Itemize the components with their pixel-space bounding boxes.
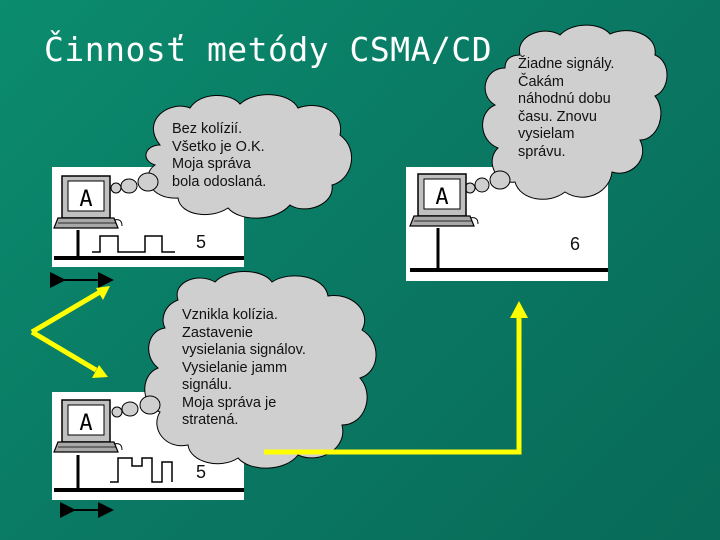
computer-label: A	[79, 411, 92, 436]
slide-title: Činnosť metódy CSMA/CD	[44, 30, 493, 69]
message-collision: Vznikla kolízia. Zastavenie vysielania s…	[182, 307, 306, 428]
message-success: Bez kolízií. Všetko je O.K. Moja správa …	[172, 121, 267, 190]
network-cable-retry	[410, 228, 608, 272]
flow-arrow-to-retry	[264, 301, 528, 455]
step-number-success: 5	[196, 232, 207, 252]
flow-arrow-to-collision	[30, 329, 108, 378]
thought-cloud-retry	[464, 24, 668, 200]
flow-arrow-to-success	[30, 286, 110, 335]
computer-label: A	[79, 187, 92, 212]
thought-cloud-collision	[111, 271, 377, 469]
network-cable-success	[54, 230, 244, 260]
computer-label: A	[435, 185, 448, 210]
step-number-collision: 5	[196, 462, 207, 482]
network-cable-collision	[54, 455, 244, 492]
thought-cloud-success	[110, 94, 352, 219]
message-retry: Žiadne signály. Čakám náhodnú dobu času.…	[518, 56, 615, 160]
step-number-retry: 6	[570, 234, 581, 254]
